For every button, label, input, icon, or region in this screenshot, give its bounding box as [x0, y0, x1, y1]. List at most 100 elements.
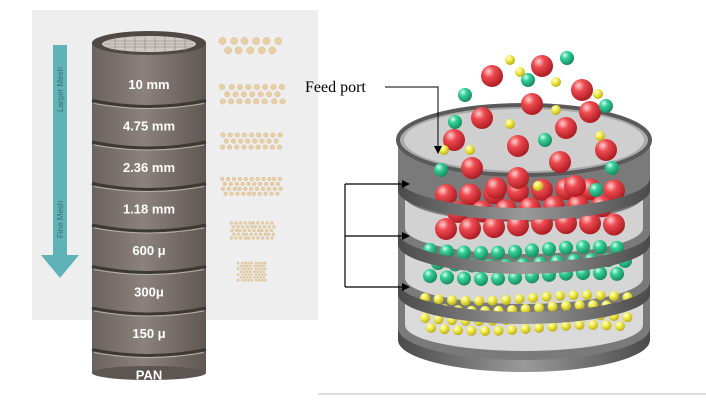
retained-particle [246, 181, 251, 186]
sieve-label: PAN [136, 368, 162, 383]
retained-particle [245, 232, 249, 236]
small-particle [534, 302, 544, 313]
small-particle [439, 324, 450, 335]
retained-particle [232, 91, 239, 98]
retained-particle [237, 84, 243, 90]
bracket-arrowhead-1 [402, 180, 410, 188]
small-particle [487, 295, 498, 306]
small-particle [493, 325, 504, 336]
retained-particle [247, 191, 252, 196]
retained-particle [256, 270, 259, 273]
sieve-seam [91, 99, 207, 108]
retained-particle [243, 186, 248, 191]
retained-particle [255, 144, 261, 150]
retained-particle [267, 176, 272, 182]
retained-particle [234, 181, 239, 186]
retained-particle [255, 176, 260, 182]
retained-particle [248, 264, 252, 268]
retained-particle [219, 144, 225, 150]
retained-particle [251, 221, 255, 225]
retained-particle [275, 181, 281, 186]
medium-particle [508, 244, 522, 259]
sieve-seam [91, 306, 207, 316]
retained-particle [240, 181, 245, 186]
retained-particle [254, 232, 258, 236]
small-particle [622, 312, 633, 323]
retained-particle [269, 144, 275, 150]
retained-particle [243, 176, 248, 182]
small-particle [601, 320, 612, 331]
small-particle [433, 294, 444, 305]
sieve-label: 10 mm [128, 77, 169, 92]
retained-particle [264, 273, 267, 276]
retained-particle [247, 279, 250, 282]
retained-particle [278, 186, 283, 191]
retained-particle [257, 273, 261, 276]
rim-band-3 [398, 282, 650, 324]
large-particle [459, 217, 481, 240]
retained-particle [245, 264, 249, 268]
medium-particle [525, 243, 539, 258]
retained-particle [252, 181, 257, 186]
retained-particle [260, 228, 264, 233]
retained-particle [268, 46, 277, 55]
sieve-label: 300μ [134, 285, 164, 300]
sieve-seam-highlight [93, 352, 205, 358]
retained-particle [244, 98, 251, 105]
medium-particle [576, 240, 590, 255]
direction-arrow: Larger Mesh Fine Mesh [41, 45, 79, 278]
retained-particle [271, 98, 278, 105]
medium-particle [559, 240, 573, 255]
retained-particle [241, 273, 244, 276]
small-particle [561, 300, 571, 311]
retained-particle [263, 261, 267, 265]
large-particle [603, 179, 625, 202]
retained-particle [223, 191, 228, 196]
retained-particle [279, 98, 286, 105]
retained-particle [246, 46, 255, 55]
retained-particle [269, 228, 273, 233]
retained-particle [252, 37, 260, 45]
large-particle [564, 175, 586, 197]
retained-particle [234, 221, 238, 225]
direction-arrow-head [41, 255, 79, 278]
rim-band-base [398, 328, 650, 372]
retained-particle [257, 91, 264, 98]
retained-particle [249, 232, 253, 236]
small-particle [551, 77, 561, 87]
retained-particle [232, 186, 237, 191]
retained-particle [240, 225, 245, 229]
retained-particle [250, 225, 254, 229]
retained-particle [272, 225, 276, 229]
retained-particle [218, 37, 227, 45]
retained-particle [264, 279, 267, 282]
sieve-label: 600 μ [132, 243, 165, 258]
large-particle [485, 177, 507, 199]
small-particle [465, 145, 475, 155]
tier-bracket [344, 180, 410, 291]
larger-mesh-label: Larger Mesh [56, 67, 65, 112]
retained-particle [236, 98, 243, 105]
retained-particle [245, 84, 252, 90]
fine-mesh-label: Fine Mesh [56, 201, 65, 238]
retained-particle [265, 228, 269, 233]
medium-particle [589, 183, 603, 197]
small-particle [439, 145, 449, 155]
small-particle [426, 323, 436, 333]
small-particle [534, 322, 544, 333]
small-particle [595, 131, 605, 141]
large-particle [571, 79, 593, 101]
large-particle [471, 107, 493, 129]
medium-particle [542, 241, 556, 256]
retained-particle [241, 144, 247, 150]
retained-particle-piles [218, 37, 286, 282]
medium-particle [560, 51, 574, 65]
large-particle [521, 93, 543, 115]
retained-particle [219, 98, 226, 105]
small-particle [547, 321, 558, 332]
rim-band-2 [398, 232, 650, 274]
retained-particle [247, 236, 251, 240]
retained-particle [252, 138, 258, 144]
large-particle [603, 213, 625, 236]
